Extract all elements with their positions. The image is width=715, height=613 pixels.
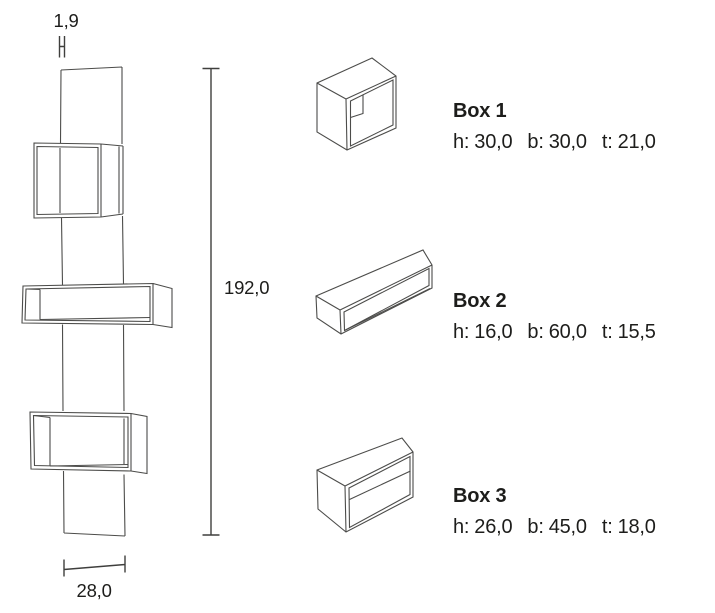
box2-dimensions: h:16,0 b:60,0 t:15,5 xyxy=(453,320,703,344)
box2-spec: Box 2 h:16,0 b:60,0 t:15,5 xyxy=(453,290,703,344)
box1-front-view xyxy=(33,142,124,219)
box1-width-value: 30,0 xyxy=(548,131,587,153)
thickness-dimension: 1,9 xyxy=(54,10,79,58)
box1-iso-outline xyxy=(316,57,397,151)
width-dim-label: b: xyxy=(527,321,544,343)
box2-depth-dim: t:15,5 xyxy=(602,320,656,344)
box2-iso-outline xyxy=(315,249,433,335)
box1-height-dim: h:30,0 xyxy=(453,130,513,154)
box3-depth-dim: t:18,0 xyxy=(602,515,656,539)
box2-height-value: 16,0 xyxy=(474,321,513,343)
box2-front-outer-frame xyxy=(21,282,173,329)
box1-isometric-drawing xyxy=(316,57,397,151)
box1-iso-interior-edges xyxy=(350,94,364,119)
box2-front-view xyxy=(21,282,173,329)
height-dimension: 192,0 xyxy=(202,67,269,536)
box3-height-value: 26,0 xyxy=(474,516,513,538)
depth-dim-label: t: xyxy=(601,516,613,538)
thickness-value: 1,9 xyxy=(54,10,79,31)
box3-isometric-drawing xyxy=(316,437,414,533)
box3-width-value: 45,0 xyxy=(548,516,587,538)
box3-front-inner-frame xyxy=(32,414,129,469)
box3-front-view xyxy=(29,411,148,475)
box1-depth-dim: t:21,0 xyxy=(602,130,656,154)
panel-edges xyxy=(59,66,126,537)
box1-front-inner-frame xyxy=(36,145,99,216)
height-value: 192,0 xyxy=(224,277,269,298)
thickness-dimension-ticks xyxy=(58,36,66,58)
box3-spec: Box 3 h:26,0 b:45,0 t:18,0 xyxy=(453,485,703,539)
box3-title: Box 3 xyxy=(453,485,507,507)
depth-dim-label: t: xyxy=(601,131,613,153)
box2-width-dim: b:60,0 xyxy=(527,320,587,344)
box2-depth-value: 15,5 xyxy=(617,321,656,343)
height-dim-label: h: xyxy=(453,516,470,538)
box3-width-dim: b:45,0 xyxy=(527,515,587,539)
box2-height-dim: h:16,0 xyxy=(453,320,513,344)
box1-depth-value: 21,0 xyxy=(617,131,656,153)
height-dim-label: h: xyxy=(453,131,470,153)
box2-iso-interior-edges xyxy=(344,288,431,331)
box3-iso-interior-edges xyxy=(349,470,411,500)
box2-front-inner-frame xyxy=(24,285,151,323)
width-dim-label: b: xyxy=(527,516,544,538)
width-dimension-line xyxy=(63,555,126,577)
width-dimension: 28,0 xyxy=(63,555,126,601)
height-dim-label: h: xyxy=(453,321,470,343)
box1-title: Box 1 xyxy=(453,100,507,122)
box2-iso-opening-frame xyxy=(343,267,430,332)
box3-height-dim: h:26,0 xyxy=(453,515,513,539)
box3-dimensions: h:26,0 b:45,0 t:18,0 xyxy=(453,515,703,539)
width-dim-label: b: xyxy=(527,131,544,153)
box2-front-interior-edges xyxy=(25,288,151,321)
box2-isometric-drawing xyxy=(315,249,433,335)
box1-iso-opening-frame xyxy=(349,79,394,147)
box2-width-value: 60,0 xyxy=(548,321,587,343)
box3-front-outer-frame xyxy=(29,411,148,475)
box2-title: Box 2 xyxy=(453,290,507,312)
width-value: 28,0 xyxy=(77,580,112,601)
box1-width-dim: b:30,0 xyxy=(527,130,587,154)
box3-iso-opening-frame xyxy=(348,455,411,529)
depth-dim-label: t: xyxy=(601,321,613,343)
box1-front-outer-frame xyxy=(33,142,124,219)
box3-iso-outline xyxy=(316,437,414,533)
box3-front-interior-edges xyxy=(33,414,129,467)
shelf-panel-front-view xyxy=(59,66,126,537)
height-dimension-line xyxy=(202,67,220,536)
box3-depth-value: 18,0 xyxy=(617,516,656,538)
box1-height-value: 30,0 xyxy=(474,131,513,153)
